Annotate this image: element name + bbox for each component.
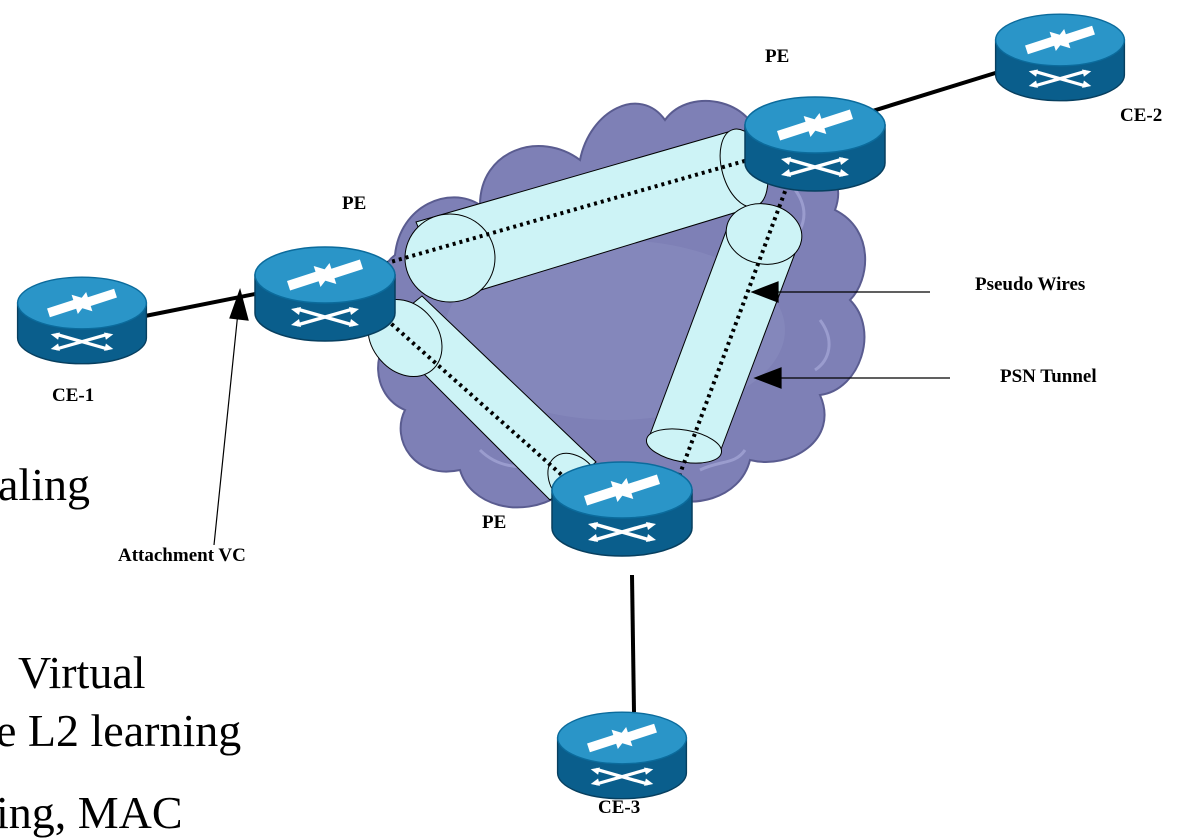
ce3-label: CE-3 xyxy=(598,797,641,818)
slide-text-line-3: e L2 learning xyxy=(0,705,242,756)
attachment-vc-label: Attachment VC xyxy=(118,545,246,566)
router-ce2 xyxy=(993,12,1127,103)
router-pe-bottom xyxy=(550,460,694,558)
pe-bottom-label: PE xyxy=(482,512,507,533)
pe-left-label: PE xyxy=(342,193,367,214)
slide-text-line-1: aling xyxy=(0,459,90,510)
attachment-vc-arrowhead xyxy=(229,287,249,321)
router-ce1 xyxy=(15,275,149,366)
pseudo-wires xyxy=(344,146,792,518)
link-pe-ce3 xyxy=(630,574,636,713)
pseudo-wire-top xyxy=(344,146,791,277)
psn-tunnel-right xyxy=(645,203,803,464)
callouts xyxy=(213,281,950,546)
pe-top-label: PE xyxy=(765,46,790,67)
slide-text-line-2: Virtual xyxy=(18,647,146,698)
psn-tunnel-arrowhead xyxy=(753,367,782,389)
router-ce3 xyxy=(555,710,689,801)
psn-tunnel-label: PSN Tunnel xyxy=(1000,366,1097,387)
ce2-label: CE-2 xyxy=(1120,105,1163,126)
router-pe-left xyxy=(253,245,397,343)
attachment-vc-arrow-line xyxy=(213,311,239,546)
pseudo-wires-arrowhead xyxy=(750,281,779,303)
router-pe-top xyxy=(743,95,887,193)
pseudo-wire-right xyxy=(666,177,792,507)
pseudo-wires-label: Pseudo Wires xyxy=(975,274,1086,295)
ce1-label: CE-1 xyxy=(52,385,95,406)
